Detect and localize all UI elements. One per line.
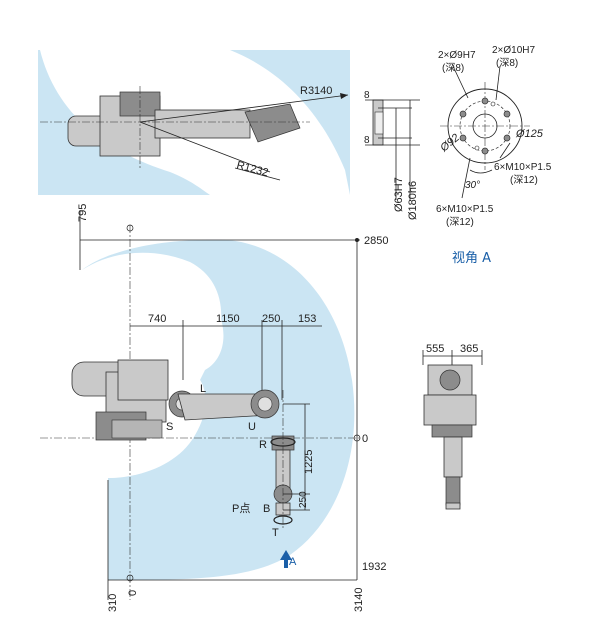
dim-0-right: 0: [362, 433, 368, 445]
dim-1932: 1932: [362, 561, 386, 573]
front-base: [423, 394, 477, 426]
dim-0-bottom: 0: [127, 590, 139, 596]
dim-2850: 2850: [364, 235, 388, 247]
axis-b: B: [263, 503, 270, 515]
dim-740: 740: [148, 313, 166, 325]
flange-pin1: 2×Ø9H7: [438, 50, 476, 61]
top-arm: [154, 109, 251, 139]
dim-63h7: Ø63H7: [393, 177, 405, 212]
flange-pin1-depth: (深8): [442, 62, 464, 74]
flange-screw-bottom: 6×M10×P1.5: [436, 204, 494, 215]
axis-s: S: [166, 421, 173, 433]
flange-pin2: 2×Ø10H7: [492, 45, 536, 56]
p-point-label: P点: [232, 502, 250, 515]
flange-pin2-depth: (深8): [496, 57, 518, 69]
dim-3140: 3140: [353, 588, 365, 612]
dim-1150: 1150: [216, 313, 240, 325]
dim-310: 310: [107, 594, 119, 612]
view-a-title: 视角 A: [452, 251, 491, 266]
view-a-arrow-icon: [280, 550, 292, 568]
view-a-arrow-label: A: [289, 556, 297, 568]
top-wrist: [244, 103, 301, 143]
axis-r: R: [259, 439, 267, 451]
dim-365: 365: [460, 343, 478, 355]
flange-dia-125: Ø125: [515, 128, 544, 140]
dim-795: 795: [77, 204, 89, 222]
top-view: R3140 R1232: [38, 50, 350, 195]
axis-u: U: [248, 421, 256, 433]
side-view: 795 2850 740 1150 250 153 1225: [40, 204, 388, 612]
dim-250-wrist: 250: [298, 491, 309, 508]
axis-t: T: [272, 527, 279, 539]
dim-555: 555: [426, 343, 444, 355]
flange-screw-bottom-depth: (深12): [446, 216, 474, 228]
dim-flange-8-bottom: 8: [364, 135, 370, 146]
dim-250: 250: [262, 313, 280, 325]
flange-screw-right-depth: (深12): [510, 174, 538, 186]
dim-1225: 1225: [303, 450, 315, 474]
flange-view: 8 8 Ø63H7 Ø180h6 2×Ø9H7 (深8) 2×Ø10H7 (深8…: [364, 45, 552, 266]
dim-flange-8-top: 8: [364, 90, 370, 101]
dim-r3140: R3140: [300, 85, 332, 97]
flange-angle: 30°: [465, 180, 480, 191]
front-view: 555 365: [422, 343, 483, 510]
axis-l: L: [200, 383, 206, 395]
dim-153: 153: [298, 313, 316, 325]
dim-180h6: Ø180h6: [407, 181, 419, 220]
front-forearm: [443, 436, 463, 478]
flange-screw-right: 6×M10×P1.5: [494, 162, 552, 173]
